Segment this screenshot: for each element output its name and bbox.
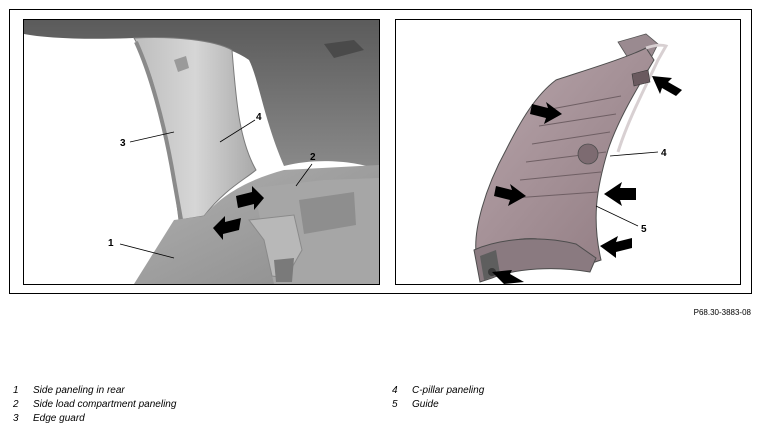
bracket-foot: [274, 258, 294, 282]
legend-label: C-pillar paneling: [412, 385, 485, 396]
clip-arrow-middle-left: [494, 184, 526, 206]
rear-window-area: [24, 36, 174, 284]
roof-headliner: [24, 20, 379, 170]
roof-handle: [324, 40, 364, 58]
pillar-clip: [174, 56, 189, 72]
clip-arrow-middle-right: [604, 182, 636, 206]
removal-arrow-lower: [213, 216, 241, 240]
clip-arrow-lower-left: [492, 270, 524, 284]
c-pillar-paneling-part: [475, 47, 655, 266]
legend-number: 4: [392, 385, 398, 396]
removed-paneling-illustration: 4 5: [473, 33, 682, 284]
removed-paneling-panel: 4 5: [395, 19, 741, 285]
legend-number: 3: [13, 413, 19, 424]
figure-frame: 1 2 3 4: [9, 9, 752, 294]
legend-number: 5: [392, 399, 398, 410]
interior-view-illustration: 1 2 3 4: [24, 20, 379, 284]
legend-item: 1 Side paneling in rear: [13, 384, 176, 398]
legend-column-left: 1 Side paneling in rear 2 Side load comp…: [13, 384, 176, 426]
leader-lines-right: [595, 151, 659, 227]
legend-number: 2: [13, 399, 19, 410]
round-boss: [577, 143, 599, 165]
removal-arrow-upper: [236, 186, 264, 210]
callout-4-right: 4: [661, 148, 667, 159]
legend-column-right: 4 C-pillar paneling 5 Guide: [392, 384, 484, 412]
reference-code: P68.30-3883-08: [693, 308, 751, 317]
paneling-ribs: [513, 95, 622, 199]
callout-1: 1: [108, 238, 114, 249]
legend-label: Guide: [412, 399, 439, 410]
legend-label: Side load compartment paneling: [33, 399, 177, 410]
callout-2: 2: [310, 152, 316, 163]
legend-label: Side paneling in rear: [33, 385, 125, 396]
clip-arrow-lower-right: [600, 236, 632, 258]
edge-guard-strip: [134, 41, 184, 226]
clip-arrow-upper-left: [530, 102, 562, 124]
paneling-recess: [299, 192, 356, 234]
leader-lines: [119, 119, 313, 259]
legend-item: 5 Guide: [392, 398, 484, 412]
callout-5: 5: [641, 224, 647, 235]
callout-3: 3: [120, 138, 126, 149]
legend-label: Edge guard: [33, 413, 85, 424]
upper-clip: [631, 69, 651, 87]
legend-item: 2 Side load compartment paneling: [13, 398, 176, 412]
interior-view-panel: 1 2 3 4: [23, 19, 380, 285]
legend-item: 4 C-pillar paneling: [392, 384, 484, 398]
paneling-edge: [616, 43, 669, 153]
clip-arrow-upper-right: [652, 76, 682, 96]
legend-number: 1: [13, 385, 19, 396]
callout-4: 4: [256, 112, 262, 123]
legend-item: 3 Edge guard: [13, 412, 176, 426]
